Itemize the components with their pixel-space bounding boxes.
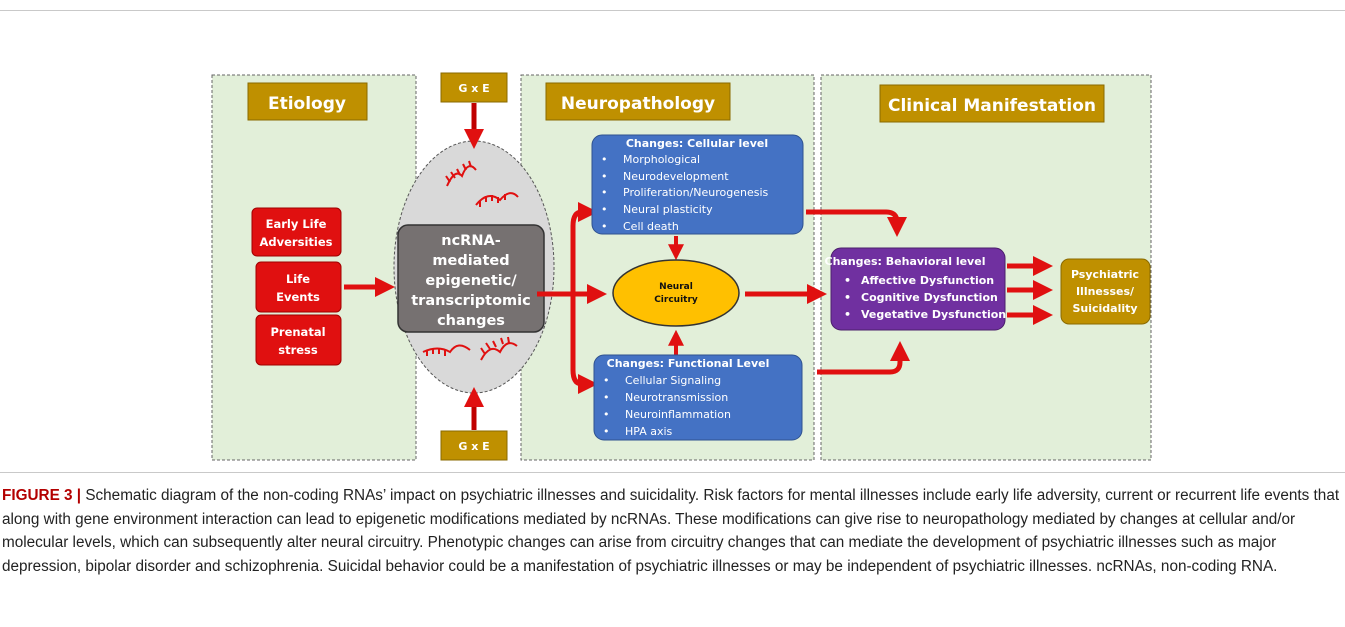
rna-icon-bottom bbox=[422, 336, 518, 361]
functional-item: Neuroinflammation bbox=[625, 408, 731, 421]
cellular-item: Neural plasticity bbox=[623, 203, 713, 216]
neural-circuitry-line-2: Circuitry bbox=[654, 295, 698, 305]
cellular-item: Cell death bbox=[623, 220, 679, 233]
arrow-branch-down bbox=[570, 294, 598, 394]
outcome-line-3: Suicidality bbox=[1072, 302, 1137, 315]
early-life-line-2: Adversities bbox=[260, 235, 333, 249]
life-events-line-2: Events bbox=[276, 290, 320, 304]
early-life-line-1: Early Life bbox=[266, 217, 327, 231]
etiology-title: Etiology bbox=[268, 94, 346, 114]
behavioral-item: Affective Dysfunction bbox=[861, 274, 994, 287]
outcome-box bbox=[1060, 258, 1151, 325]
behavioral-bullet: • bbox=[844, 274, 851, 287]
ncrna-line-5: changes bbox=[437, 313, 505, 329]
life-events-box bbox=[255, 261, 342, 313]
neuropathology-title: Neuropathology bbox=[561, 94, 715, 114]
cellular-bullet: • bbox=[601, 203, 608, 216]
cellular-bullet: • bbox=[601, 153, 608, 166]
neural-circuitry-line-1: Neural bbox=[659, 282, 693, 292]
functional-box bbox=[593, 354, 803, 441]
caption-text: Schematic diagram of the non-coding RNAs… bbox=[2, 487, 1340, 575]
neural-circuitry-ellipse bbox=[612, 259, 740, 327]
prenatal-line-1: Prenatal bbox=[270, 325, 325, 339]
arrow-functional-to-behavioral bbox=[817, 341, 910, 375]
functional-item: HPA axis bbox=[625, 425, 673, 438]
top-rule bbox=[0, 10, 1345, 11]
functional-title: Changes: Functional Level bbox=[607, 357, 770, 370]
functional-bullet: • bbox=[603, 374, 610, 387]
arrow-branch-up bbox=[570, 202, 598, 294]
ncrna-line-4: transcriptomic bbox=[411, 293, 530, 309]
cellular-item: Morphological bbox=[623, 153, 700, 166]
prenatal-box bbox=[255, 314, 342, 366]
figure-label: FIGURE 3 | bbox=[2, 487, 82, 504]
ncrna-line-2: mediated bbox=[432, 253, 509, 269]
prenatal-line-2: stress bbox=[278, 343, 318, 357]
cellular-item: Proliferation/Neurogenesis bbox=[623, 186, 768, 199]
life-events-line-1: Life bbox=[286, 272, 310, 286]
behavioral-item: Cognitive Dysfunction bbox=[861, 291, 998, 304]
cellular-title: Changes: Cellular level bbox=[626, 137, 768, 150]
figure-caption: FIGURE 3 | Schematic diagram of the non-… bbox=[2, 484, 1340, 578]
gxe-top-label: G x E bbox=[458, 82, 489, 95]
functional-item: Neurotransmission bbox=[625, 391, 728, 404]
schematic-diagram: Etiology Neuropathology Clinical Manifes… bbox=[211, 72, 1152, 461]
neuropathology-title-box bbox=[545, 82, 731, 121]
etiology-title-box bbox=[247, 82, 368, 121]
behavioral-box bbox=[830, 247, 1006, 331]
outcome-line-2: Illnesses/ bbox=[1076, 285, 1135, 298]
behavioral-bullet: • bbox=[844, 308, 851, 321]
cellular-item: Neurodevelopment bbox=[623, 170, 729, 183]
clinical-title-box bbox=[879, 84, 1105, 123]
outcome-line-1: Psychiatric bbox=[1071, 268, 1139, 281]
behavioral-item: Vegetative Dysfunction bbox=[861, 308, 1006, 321]
cellular-bullet: • bbox=[601, 186, 608, 199]
cellular-box bbox=[591, 134, 804, 235]
behavioral-bullet: • bbox=[844, 291, 851, 304]
functional-list: • Cellular Signaling • Neurotransmission… bbox=[603, 374, 731, 438]
arrow-cellular-to-behavioral bbox=[806, 209, 907, 237]
early-life-box bbox=[251, 207, 342, 257]
cellular-list: • Morphological • Neurodevelopment • Pro… bbox=[601, 153, 768, 233]
cellular-bullet: • bbox=[601, 170, 608, 183]
behavioral-title: Changes: Behavioral level bbox=[825, 255, 986, 268]
cellular-bullet: • bbox=[601, 220, 608, 233]
functional-bullet: • bbox=[603, 391, 610, 404]
behavioral-list: • Affective Dysfunction • Cognitive Dysf… bbox=[844, 274, 1006, 321]
clinical-title: Clinical Manifestation bbox=[888, 96, 1096, 116]
ncrna-box bbox=[397, 224, 545, 333]
gxe-top-box bbox=[440, 72, 508, 103]
functional-bullet: • bbox=[603, 408, 610, 421]
gxe-bottom-box bbox=[440, 430, 508, 461]
caption-rule bbox=[0, 472, 1345, 473]
ncrna-line-1: ncRNA- bbox=[441, 233, 500, 249]
rna-icon-top bbox=[445, 160, 519, 207]
functional-item: Cellular Signaling bbox=[625, 374, 721, 387]
functional-bullet: • bbox=[603, 425, 610, 438]
gxe-bottom-label: G x E bbox=[458, 440, 489, 453]
ncrna-line-3: epigenetic/ bbox=[425, 273, 517, 289]
